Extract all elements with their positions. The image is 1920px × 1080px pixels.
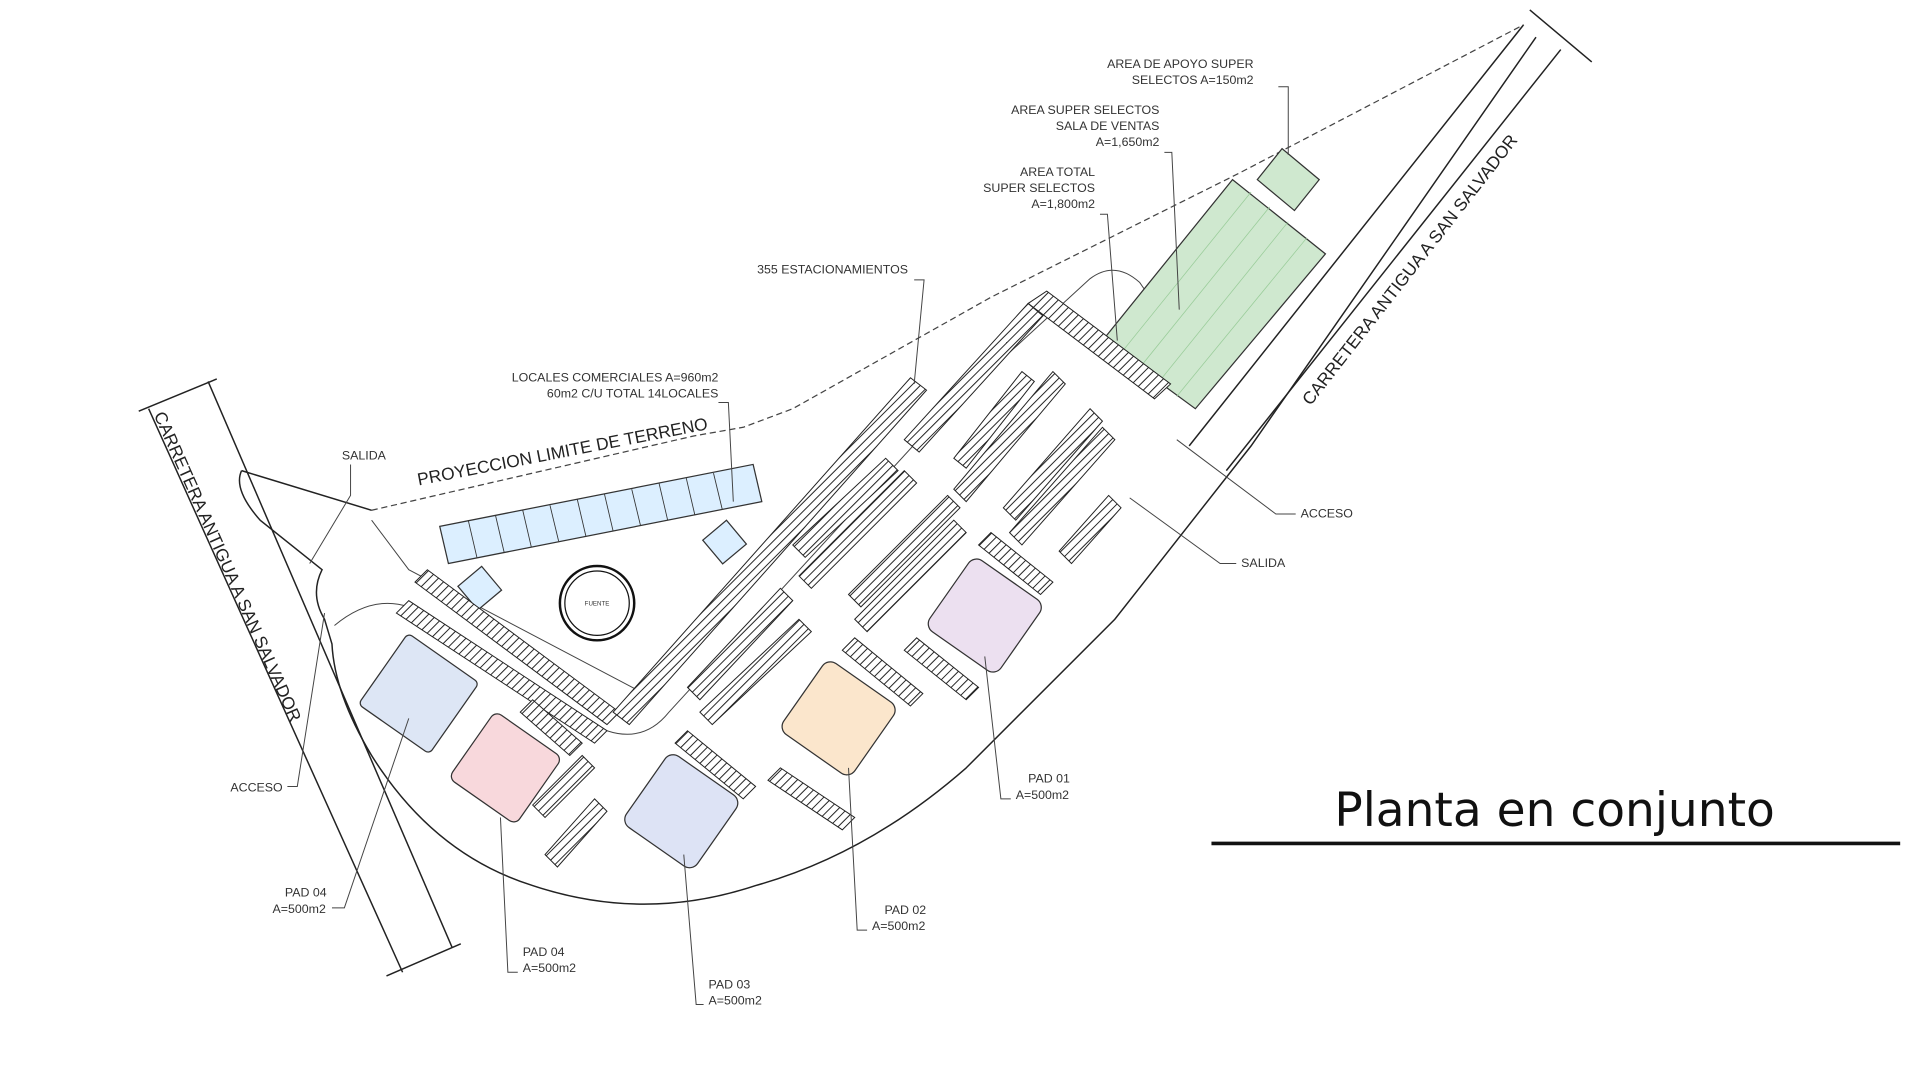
svg-text:ACCESO: ACCESO xyxy=(1301,507,1354,521)
svg-text:A=1,800m2: A=1,800m2 xyxy=(1031,197,1095,211)
label-estacionamientos: 355 ESTACIONAMIENTOS xyxy=(757,263,925,384)
svg-text:A=500m2: A=500m2 xyxy=(1016,788,1069,802)
pad-04-blue xyxy=(359,634,478,753)
svg-text:SALIDA: SALIDA xyxy=(1241,556,1286,570)
fountain-label: FUENTE xyxy=(585,601,610,608)
svg-text:A=500m2: A=500m2 xyxy=(523,961,576,975)
svg-text:AREA DE APOYO SUPER: AREA DE APOYO SUPER xyxy=(1107,57,1254,71)
fountain: FUENTE xyxy=(558,564,636,642)
label-pad-03: PAD 03 A=500m2 xyxy=(683,854,762,1007)
label-salida-right: SALIDA xyxy=(1129,497,1286,570)
pad-04-pink xyxy=(450,713,561,823)
svg-text:SUPER SELECTOS: SUPER SELECTOS xyxy=(983,181,1095,195)
label-acceso-right: ACCESO xyxy=(1176,439,1354,521)
svg-text:355 ESTACIONAMIENTOS: 355 ESTACIONAMIENTOS xyxy=(757,263,908,277)
svg-text:A=500m2: A=500m2 xyxy=(273,902,326,916)
label-salida-left: SALIDA xyxy=(309,448,387,564)
svg-text:SELECTOS A=150m2: SELECTOS A=150m2 xyxy=(1132,73,1254,87)
label-locales: LOCALES COMERCIALES A=960m2 60m2 C/U TOT… xyxy=(512,370,734,502)
svg-text:PAD 04: PAD 04 xyxy=(523,945,565,959)
support-area xyxy=(1256,147,1321,212)
page-title: Planta en conjunto xyxy=(1334,783,1774,838)
svg-text:A=500m2: A=500m2 xyxy=(709,993,762,1007)
svg-text:PAD 04: PAD 04 xyxy=(285,886,327,900)
svg-text:PAD 01: PAD 01 xyxy=(1028,772,1070,786)
svg-text:ACCESO: ACCESO xyxy=(230,780,283,794)
pad-02 xyxy=(781,661,896,776)
locales-comerciales xyxy=(438,463,763,611)
label-acceso-left: ACCESO xyxy=(230,612,326,794)
label-pad-02: PAD 02 A=500m2 xyxy=(848,767,926,933)
pad-03 xyxy=(624,754,739,869)
svg-text:SALA DE VENTAS: SALA DE VENTAS xyxy=(1056,119,1160,133)
svg-text:AREA TOTAL: AREA TOTAL xyxy=(1020,165,1095,179)
pad-01 xyxy=(927,558,1042,673)
svg-text:LOCALES COMERCIALES A=960m2: LOCALES COMERCIALES A=960m2 xyxy=(512,370,719,384)
label-sala-ventas: AREA SUPER SELECTOS SALA DE VENTAS A=1,6… xyxy=(1011,103,1180,310)
parking-rows xyxy=(395,290,1172,868)
boundary-label: PROYECCION LIMITE DE TERRENO xyxy=(416,413,710,489)
label-pad-01: PAD 01 A=500m2 xyxy=(984,656,1070,802)
label-pad-04-pink: PAD 04 A=500m2 xyxy=(499,817,576,975)
left-road-label: CARRETERA ANTIGUA A SAN SALVADOR xyxy=(150,408,305,724)
svg-text:AREA SUPER SELECTOS: AREA SUPER SELECTOS xyxy=(1011,103,1159,117)
site-boundary xyxy=(238,36,1537,905)
svg-text:A=1,650m2: A=1,650m2 xyxy=(1096,135,1160,149)
label-area-total: AREA TOTAL SUPER SELECTOS A=1,800m2 xyxy=(983,165,1118,341)
right-road-label: CARRETERA ANTIGUA A SAN SALVADOR xyxy=(1298,131,1521,409)
svg-text:A=500m2: A=500m2 xyxy=(872,919,925,933)
svg-text:SALIDA: SALIDA xyxy=(342,448,387,462)
svg-text:PAD 03: PAD 03 xyxy=(709,977,751,991)
projection-boundary xyxy=(371,24,1524,511)
svg-text:60m2 C/U TOTAL 14LOCALES: 60m2 C/U TOTAL 14LOCALES xyxy=(547,387,719,401)
left-road xyxy=(138,378,462,977)
label-apoyo: AREA DE APOYO SUPER SELECTOS A=150m2 xyxy=(1107,57,1289,155)
svg-text:PAD 02: PAD 02 xyxy=(884,903,926,917)
label-pad-04-blue: PAD 04 A=500m2 xyxy=(273,718,410,916)
